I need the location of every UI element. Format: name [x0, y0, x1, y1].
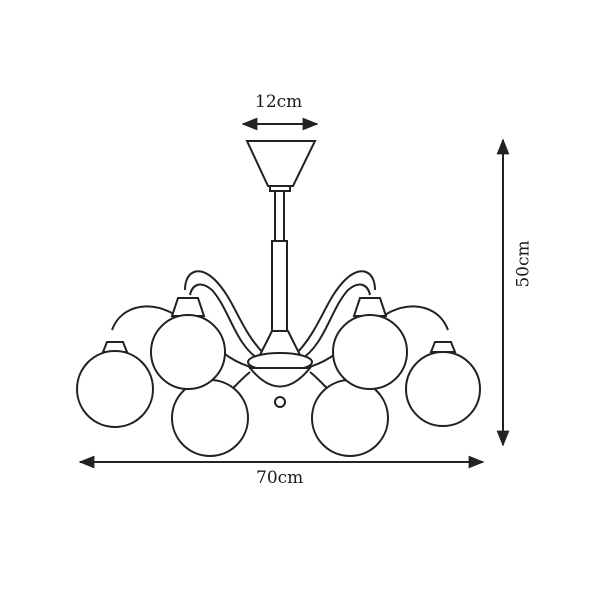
canopy: [245, 140, 317, 192]
globe: [150, 297, 226, 390]
globes: [76, 297, 481, 457]
rod: [271, 190, 288, 332]
height-label: 50cm: [513, 240, 534, 288]
globe: [311, 379, 389, 457]
width-label: 70cm: [256, 468, 304, 488]
globe: [332, 297, 408, 390]
globe: [76, 341, 154, 428]
center-body: [247, 330, 313, 408]
canopy-width-label: 12cm: [255, 92, 303, 112]
globe: [405, 341, 481, 427]
globe: [171, 379, 249, 457]
